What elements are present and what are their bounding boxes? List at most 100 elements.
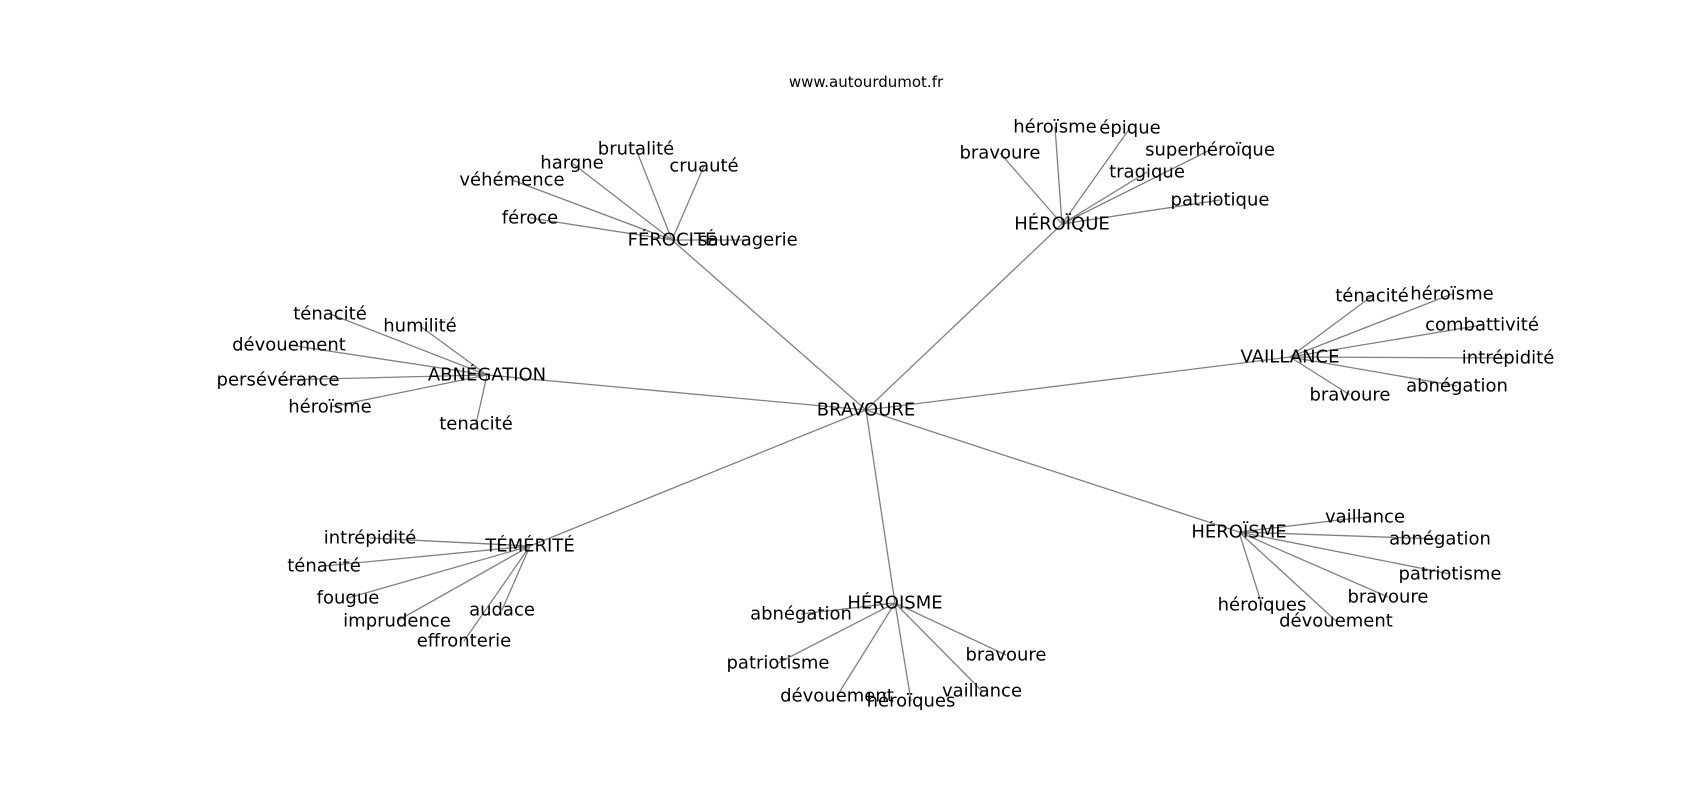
leaf-edge <box>1054 126 1063 225</box>
leaf-edge <box>635 148 673 241</box>
leaf-edge <box>329 374 488 408</box>
leaf-edge <box>1061 127 1131 225</box>
leaf-node-label: bravoure <box>959 143 1040 164</box>
leaf-node-label: patriotisme <box>1399 564 1502 585</box>
leaf-edge <box>1238 531 1451 575</box>
leaf-node-label: vaillance <box>1325 507 1405 528</box>
leaf-node-label: effronterie <box>417 631 512 652</box>
leaf-node-label: dévouement <box>780 686 894 707</box>
root-edge <box>671 239 867 411</box>
leaf-node-label: patriotique <box>1171 190 1270 211</box>
leaf-edge <box>1061 149 1211 225</box>
leaf-edge <box>501 545 531 611</box>
leaf-edge <box>999 152 1063 225</box>
leaf-node-label: combattivité <box>1425 315 1539 336</box>
leaf-node-label: cruauté <box>669 156 738 177</box>
leaf-node-label: brutalité <box>598 139 674 160</box>
leaf-edge <box>1238 531 1441 540</box>
leaf-node-label: ténacité <box>1335 286 1409 307</box>
leaf-node-label: abnégation <box>1389 529 1491 550</box>
cluster-node-label: TÉMÉRITÉ <box>484 535 574 557</box>
leaf-edge <box>1289 295 1373 358</box>
leaf-node-label: héroïsme <box>1013 117 1097 138</box>
leaf-node-label: abnégation <box>750 604 852 625</box>
leaf-edge <box>777 602 896 664</box>
leaf-edge <box>894 602 983 692</box>
leaf-node-label: ténacité <box>287 556 361 577</box>
leaf-edge <box>1238 531 1263 606</box>
leaf-edge <box>529 217 673 241</box>
leaf-node-label: dévouement <box>232 335 346 356</box>
leaf-node-label: intrépidité <box>324 528 417 549</box>
root-edge <box>486 374 867 411</box>
leaf-node-label: ténacité <box>293 304 367 325</box>
cluster-node-label: HÉROÏSME <box>1191 521 1286 543</box>
leaf-node-label: bravoure <box>1347 587 1428 608</box>
leaf-node-label: bravoure <box>1309 385 1390 406</box>
leaf-node-label: tenacité <box>439 414 513 435</box>
leaf-edge <box>1238 516 1366 533</box>
cluster-node-label: FÉROCITÉ <box>628 229 717 251</box>
leaf-edge <box>1061 199 1221 225</box>
leaf-node-label: tragique <box>1109 162 1185 183</box>
leaf-edge <box>463 545 531 642</box>
leaf-edge <box>1289 356 1351 396</box>
leaf-node-label: humilité <box>383 316 457 337</box>
root-edge <box>865 356 1291 411</box>
leaf-edge <box>347 545 531 599</box>
leaf-edge <box>329 313 488 376</box>
root-node-label: BRAVOURE <box>817 400 916 421</box>
leaf-node-label: superhéroïque <box>1145 140 1275 161</box>
leaf-edge <box>1238 531 1389 598</box>
leaf-node-label: abnégation <box>1406 376 1508 397</box>
source-watermark: www.autourdumot.fr <box>789 73 944 91</box>
cluster-node-label: HÉROÏQUE <box>1014 213 1110 235</box>
leaf-node-label: sauvagerie <box>698 230 797 251</box>
leaf-node-label: épique <box>1099 118 1160 139</box>
leaf-node-label: bravoure <box>965 645 1046 666</box>
leaf-edge <box>1061 171 1148 225</box>
leaf-edge <box>419 325 488 376</box>
leaf-node-label: héroïsme <box>1410 284 1494 305</box>
leaf-edge <box>1289 356 1509 359</box>
root-edge <box>865 409 1240 533</box>
leaf-node-label: héroïques <box>1218 595 1307 616</box>
leaf-node-label: intrépidité <box>1462 348 1555 369</box>
leaf-node-label: persévérance <box>217 370 340 391</box>
leaf-node-label: héroïsme <box>288 397 372 418</box>
root-edge <box>865 223 1063 411</box>
leaf-node-label: imprudence <box>343 611 451 632</box>
leaf-edge <box>1289 293 1453 358</box>
root-edge <box>529 409 867 547</box>
leaf-node-label: féroce <box>502 208 558 229</box>
leaf-edge <box>323 545 531 567</box>
leaf-edge <box>800 602 896 615</box>
cluster-node-label: ABNÉGATION <box>428 364 546 386</box>
edges-layer <box>277 126 1509 702</box>
leaf-edge <box>1289 324 1483 358</box>
leaf-edge <box>1289 356 1458 387</box>
leaf-edge <box>894 602 1007 656</box>
leaf-edge <box>671 165 705 241</box>
leaf-edge <box>571 162 673 241</box>
leaf-node-label: héroïques <box>867 691 956 712</box>
leaf-node-label: audace <box>469 600 535 621</box>
leaf-edge <box>369 537 531 547</box>
leaf-node-label: vaillance <box>942 681 1022 702</box>
leaf-node-label: fougue <box>317 588 380 609</box>
leaf-node-label: véhémence <box>459 170 564 191</box>
labels-layer: www.autourdumot.fr BRAVOURE FÉROCITÉsauva… <box>217 73 1555 712</box>
leaf-node-label: hargne <box>540 153 603 174</box>
leaf-node-label: patriotisme <box>727 653 830 674</box>
leaf-edge <box>1238 531 1337 622</box>
leaf-edge <box>277 374 488 381</box>
leaf-edge <box>475 374 488 425</box>
leaf-node-label: dévouement <box>1279 611 1393 632</box>
leaf-edge <box>396 545 531 622</box>
leaf-edge <box>511 179 673 241</box>
cluster-node-label: HÉROISME <box>847 592 942 614</box>
leaf-edge <box>288 344 488 376</box>
leaf-edge <box>894 602 912 702</box>
root-edge <box>865 409 896 604</box>
